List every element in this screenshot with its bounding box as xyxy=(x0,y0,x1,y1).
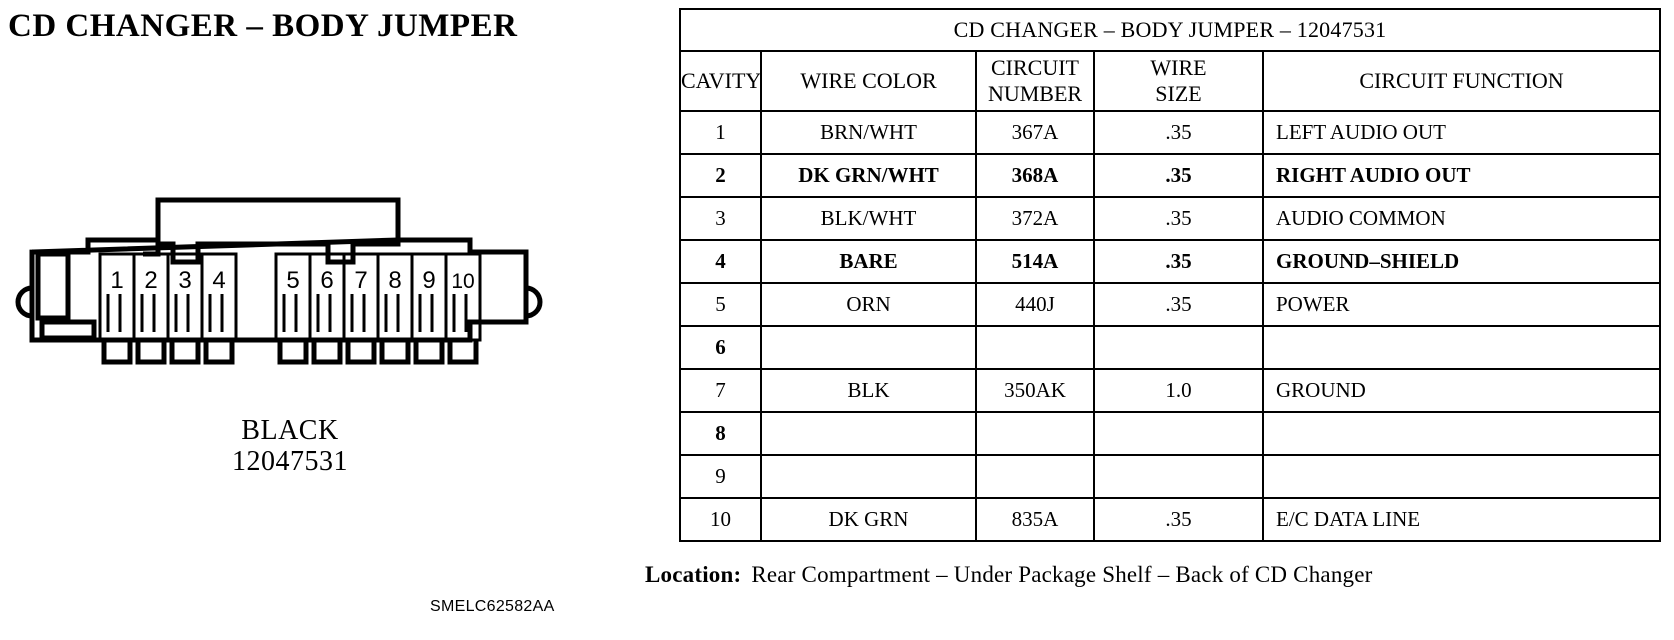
cell-circuit-number xyxy=(975,454,1095,499)
cell-wire-color xyxy=(760,454,977,499)
cell-cavity: 6 xyxy=(679,325,762,370)
table-row: 8 xyxy=(679,411,1662,456)
cell-wire-size: .35 xyxy=(1093,110,1264,155)
wire-table: CD CHANGER – BODY JUMPER – 12047531 CAVI… xyxy=(678,8,1662,542)
cell-circuit-function: AUDIO COMMON xyxy=(1261,196,1662,241)
table-header-row: CAVITY WIRE COLOR CIRCUIT NUMBER WIRE SI… xyxy=(679,50,1662,112)
connector-diagram: 1 2 3 4 5 6 7 8 9 10 xyxy=(15,197,543,365)
cell-cavity: 7 xyxy=(679,368,762,413)
cell-circuit-function: E/C DATA LINE xyxy=(1261,497,1662,542)
cell-circuit-function xyxy=(1261,411,1662,456)
cavity-number-7: 7 xyxy=(354,267,367,294)
cell-wire-size: .35 xyxy=(1093,282,1264,327)
cavity-number-3: 3 xyxy=(178,267,191,294)
cavity-number-6: 6 xyxy=(320,267,333,294)
header-wire-size-line2: SIZE xyxy=(1155,81,1202,106)
cell-wire-color: ORN xyxy=(760,282,977,327)
header-wire-size: WIRE SIZE xyxy=(1093,50,1264,112)
cell-circuit-number xyxy=(975,411,1095,456)
cell-wire-color: DK GRN/WHT xyxy=(760,153,977,198)
table-row: 9 xyxy=(679,454,1662,499)
location-line: Location: Rear Compartment – Under Packag… xyxy=(645,562,1373,588)
cell-circuit-function: RIGHT AUDIO OUT xyxy=(1261,153,1662,198)
cell-wire-size: .35 xyxy=(1093,196,1264,241)
cell-cavity: 4 xyxy=(679,239,762,284)
connector-part-number: 12047531 xyxy=(232,446,348,477)
cell-cavity: 10 xyxy=(679,497,762,542)
cell-cavity: 5 xyxy=(679,282,762,327)
cavity-number-5: 5 xyxy=(286,267,299,294)
page-title: CD CHANGER – BODY JUMPER xyxy=(8,8,518,44)
cavity-number-9: 9 xyxy=(422,267,435,294)
cell-wire-color: DK GRN xyxy=(760,497,977,542)
connector-caption: BLACK 12047531 xyxy=(120,415,460,477)
header-circuit-function: CIRCUIT FUNCTION xyxy=(1261,50,1662,112)
cavity-number-4: 4 xyxy=(212,267,225,294)
cell-wire-size: 1.0 xyxy=(1093,368,1264,413)
connector-color-label: BLACK xyxy=(241,415,339,446)
cell-circuit-number xyxy=(975,325,1095,370)
connector-panel: CD CHANGER – BODY JUMPER xyxy=(0,0,626,640)
cell-wire-size xyxy=(1093,454,1264,499)
cell-circuit-number: 350AK xyxy=(975,368,1095,413)
cell-circuit-function: LEFT AUDIO OUT xyxy=(1261,110,1662,155)
cavity-number-1: 1 xyxy=(110,267,123,294)
cell-wire-size: .35 xyxy=(1093,239,1264,284)
cell-circuit-number: 514A xyxy=(975,239,1095,284)
header-circuit-number-line2: NUMBER xyxy=(987,81,1083,106)
header-cavity: CAVITY xyxy=(679,50,762,112)
cell-cavity: 9 xyxy=(679,454,762,499)
wire-table-container: CD CHANGER – BODY JUMPER – 12047531 CAVI… xyxy=(678,8,1662,542)
cell-circuit-number: 835A xyxy=(975,497,1095,542)
cell-circuit-function xyxy=(1261,454,1662,499)
cell-cavity: 8 xyxy=(679,411,762,456)
table-title-row: CD CHANGER – BODY JUMPER – 12047531 xyxy=(678,8,1662,52)
cell-circuit-number: 367A xyxy=(975,110,1095,155)
table-title: CD CHANGER – BODY JUMPER – 12047531 xyxy=(678,8,1662,52)
cell-cavity: 2 xyxy=(679,153,762,198)
location-value: Rear Compartment – Under Package Shelf –… xyxy=(751,562,1373,587)
cell-wire-color xyxy=(760,411,977,456)
header-wire-size-line1: WIRE xyxy=(1150,55,1207,80)
header-wire-color: WIRE COLOR xyxy=(760,50,977,112)
cell-circuit-function xyxy=(1261,325,1662,370)
cell-cavity: 3 xyxy=(679,196,762,241)
header-circuit-number: CIRCUIT NUMBER xyxy=(975,50,1095,112)
cell-wire-size: .35 xyxy=(1093,497,1264,542)
cell-circuit-number: 372A xyxy=(975,196,1095,241)
cell-wire-color: BLK xyxy=(760,368,977,413)
cell-circuit-function: POWER xyxy=(1261,282,1662,327)
table-row: 6 xyxy=(679,325,1662,370)
cell-wire-size xyxy=(1093,411,1264,456)
cell-wire-color: BRN/WHT xyxy=(760,110,977,155)
location-label: Location: xyxy=(645,562,742,587)
cell-wire-color xyxy=(760,325,977,370)
cell-circuit-function: GROUND–SHIELD xyxy=(1261,239,1662,284)
cavity-number-10: 10 xyxy=(451,270,474,293)
cell-wire-size xyxy=(1093,325,1264,370)
cell-wire-size: .35 xyxy=(1093,153,1264,198)
cell-circuit-function: GROUND xyxy=(1261,368,1662,413)
cell-circuit-number: 368A xyxy=(975,153,1095,198)
cell-wire-color: BARE xyxy=(760,239,977,284)
cavity-number-2: 2 xyxy=(144,267,157,294)
cell-circuit-number: 440J xyxy=(975,282,1095,327)
header-circuit-number-line1: CIRCUIT xyxy=(991,55,1079,80)
cell-wire-color: BLK/WHT xyxy=(760,196,977,241)
cell-cavity: 1 xyxy=(679,110,762,155)
sheet-code: SMELC62582AA xyxy=(430,598,555,615)
cavity-number-8: 8 xyxy=(388,267,401,294)
